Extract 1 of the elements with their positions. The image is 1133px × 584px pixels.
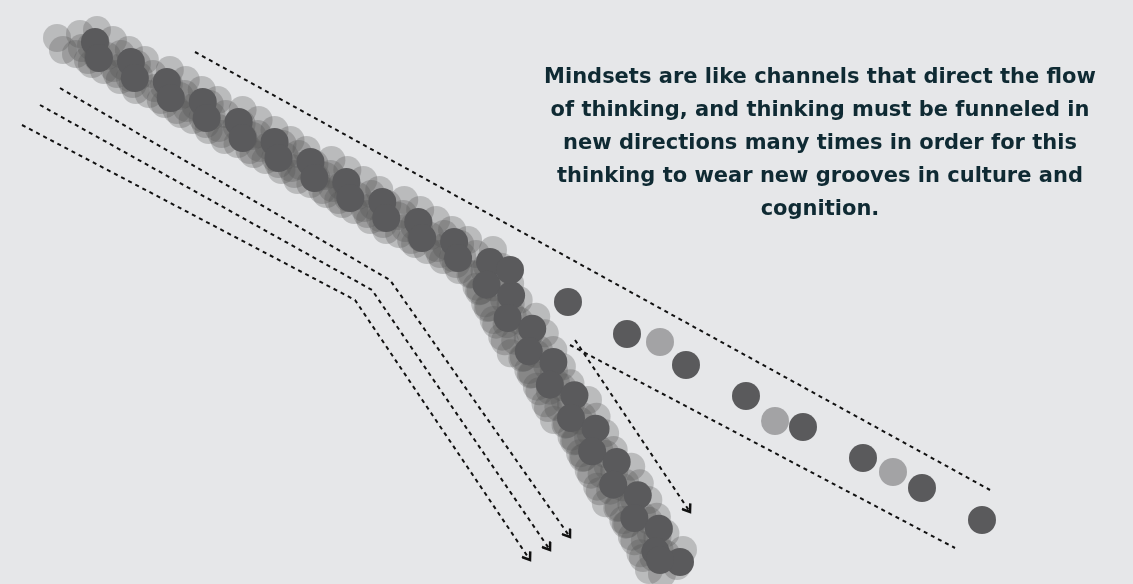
quote-text: Mindsets are like channels that direct the flow of thinking, and thinking must be funneled in new directions many times in order for this thinking to wear new grooves in culture and cognition.	[543, 63, 1097, 222]
